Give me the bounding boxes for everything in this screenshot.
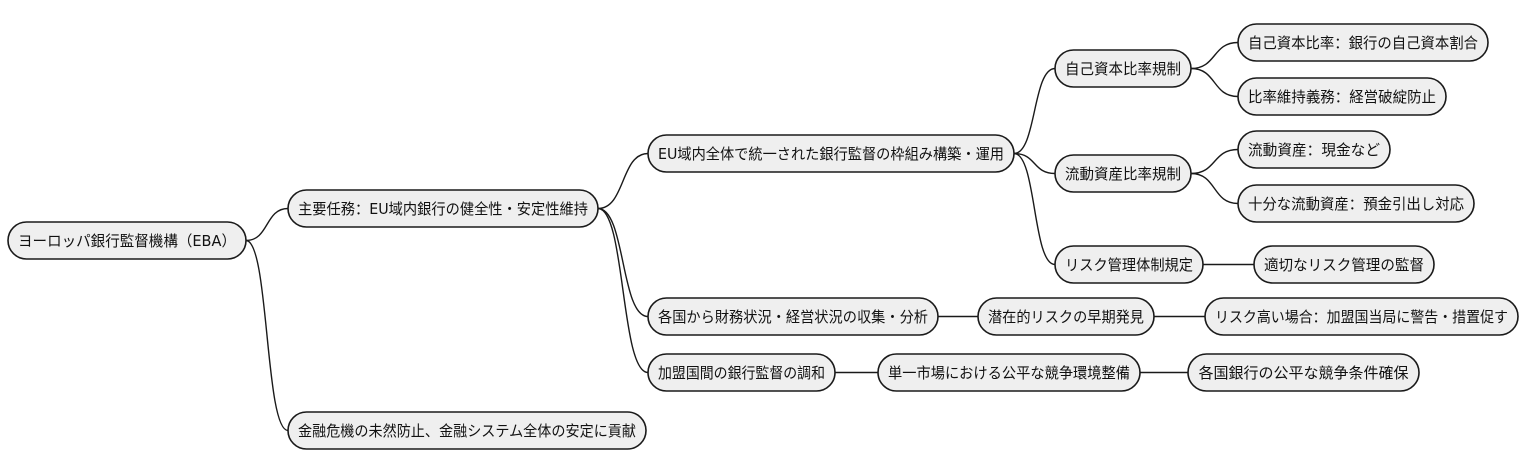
node-shape — [647, 353, 836, 392]
node-shape — [977, 297, 1155, 336]
mindmap-node-n-capital-reg[interactable]: 自己資本比率規制 — [1054, 49, 1192, 88]
node-shape — [1237, 23, 1489, 62]
node-shape — [1253, 245, 1435, 284]
node-shape — [1237, 184, 1475, 223]
node-shape — [1204, 297, 1519, 336]
node-label: 潜在的リスクの早期発見 — [988, 308, 1144, 326]
node-shape — [1237, 77, 1447, 116]
mindmap-node-n-main-task[interactable]: 主要任務：EU域内銀行の健全性・安定性維持 — [287, 189, 599, 228]
node-label: 単一市場における公平な競争環境整備 — [888, 364, 1130, 382]
node-label: 各国銀行の公平な競争条件確保 — [1198, 364, 1408, 382]
mindmap-node-n-liquid-reg[interactable]: 流動資産比率規制 — [1054, 154, 1192, 193]
edge-n_capital_reg-to-n_capital_ratio — [1190, 41, 1239, 70]
node-label: 十分な流動資産：預金引出し対応 — [1248, 195, 1464, 213]
node-label: 比率維持義務：経営破綻防止 — [1248, 88, 1436, 106]
node-shape — [7, 221, 247, 260]
nodes-layer: ヨーロッパ銀行監督機構（EBA） 主要任務：EU域内銀行の健全性・安定性維持金融危… — [7, 23, 1519, 450]
node-label: 自己資本比率：銀行の自己資本割合 — [1248, 34, 1478, 52]
node-label: ヨーロッパ銀行監督機構（EBA） — [18, 232, 236, 250]
mindmap-node-n-risk-reg[interactable]: リスク管理体制規定 — [1054, 245, 1204, 284]
edge-root-to-n_main_task — [245, 207, 289, 242]
node-shape — [1054, 49, 1192, 88]
mindmap-node-n-fair-condition[interactable]: 各国銀行の公平な競争条件確保 — [1187, 353, 1420, 392]
node-shape — [1054, 154, 1192, 193]
node-shape — [647, 297, 939, 336]
edge-n_liquid_reg-to-n_enough_liquid — [1190, 172, 1239, 205]
edge-n_main_task-to-n_collect — [597, 207, 649, 318]
mindmap-node-n-ratio-duty[interactable]: 比率維持義務：経営破綻防止 — [1237, 77, 1447, 116]
edge-n_framework-to-n_risk_reg — [1013, 152, 1056, 266]
node-shape — [1187, 353, 1420, 392]
edge-n_main_task-to-n_harmonize — [597, 207, 649, 374]
node-label: リスク高い場合：加盟国当局に警告・措置促す — [1215, 308, 1508, 326]
node-shape — [877, 353, 1141, 392]
node-label: 流動資産：現金など — [1248, 141, 1380, 159]
node-label: 主要任務：EU域内銀行の健全性・安定性維持 — [298, 200, 588, 218]
node-label: EU域内全体で統一された銀行監督の枠組み構築・運用 — [658, 145, 1004, 163]
mindmap-node-n-harmonize[interactable]: 加盟国間の銀行監督の調和 — [647, 353, 836, 392]
node-shape — [647, 134, 1015, 173]
mindmap-node-n-warn[interactable]: リスク高い場合：加盟国当局に警告・措置促す — [1204, 297, 1519, 336]
mindmap-node-n-capital-ratio[interactable]: 自己資本比率：銀行の自己資本割合 — [1237, 23, 1489, 62]
edge-n_main_task-to-n_framework — [597, 152, 649, 210]
edge-root-to-n_crisis — [245, 239, 289, 432]
mindmap-node-n-early-risk[interactable]: 潜在的リスクの早期発見 — [977, 297, 1155, 336]
mindmap-node-n-framework[interactable]: EU域内全体で統一された銀行監督の枠組み構築・運用 — [647, 134, 1015, 173]
node-label: 金融危機の未然防止、金融システム全体の安定に貢献 — [298, 422, 636, 440]
node-label: 適切なリスク管理の監督 — [1264, 256, 1424, 274]
node-shape — [1237, 130, 1391, 169]
mindmap-node-n-liquid-cash[interactable]: 流動資産：現金など — [1237, 130, 1391, 169]
mindmap-node-n-crisis[interactable]: 金融危機の未然防止、金融システム全体の安定に貢献 — [287, 411, 647, 450]
node-shape — [1054, 245, 1204, 284]
mindmap-node-n-enough-liquid[interactable]: 十分な流動資産：預金引出し対応 — [1237, 184, 1475, 223]
node-shape — [287, 189, 599, 228]
node-label: 流動資産比率規制 — [1065, 165, 1181, 183]
edge-n_liquid_reg-to-n_liquid_cash — [1190, 148, 1239, 175]
node-label: 加盟国間の銀行監督の調和 — [658, 364, 825, 382]
mindmap-node-n-risk-supervise[interactable]: 適切なリスク管理の監督 — [1253, 245, 1435, 284]
mindmap-node-n-collect[interactable]: 各国から財務状況・経営状況の収集・分析 — [647, 297, 939, 336]
edge-n_framework-to-n_capital_reg — [1013, 67, 1056, 155]
node-label: リスク管理体制規定 — [1065, 256, 1193, 274]
node-shape — [287, 411, 647, 450]
mindmap-node-n-fair-market[interactable]: 単一市場における公平な競争環境整備 — [877, 353, 1141, 392]
edge-n_framework-to-n_liquid_reg — [1013, 152, 1056, 175]
edge-n_capital_reg-to-n_ratio_duty — [1190, 67, 1239, 98]
node-label: 各国から財務状況・経営状況の収集・分析 — [658, 308, 928, 326]
mindmap-node-root[interactable]: ヨーロッパ銀行監督機構（EBA） — [7, 221, 247, 260]
node-label: 自己資本比率規制 — [1065, 60, 1181, 78]
edges-layer — [245, 41, 1254, 432]
